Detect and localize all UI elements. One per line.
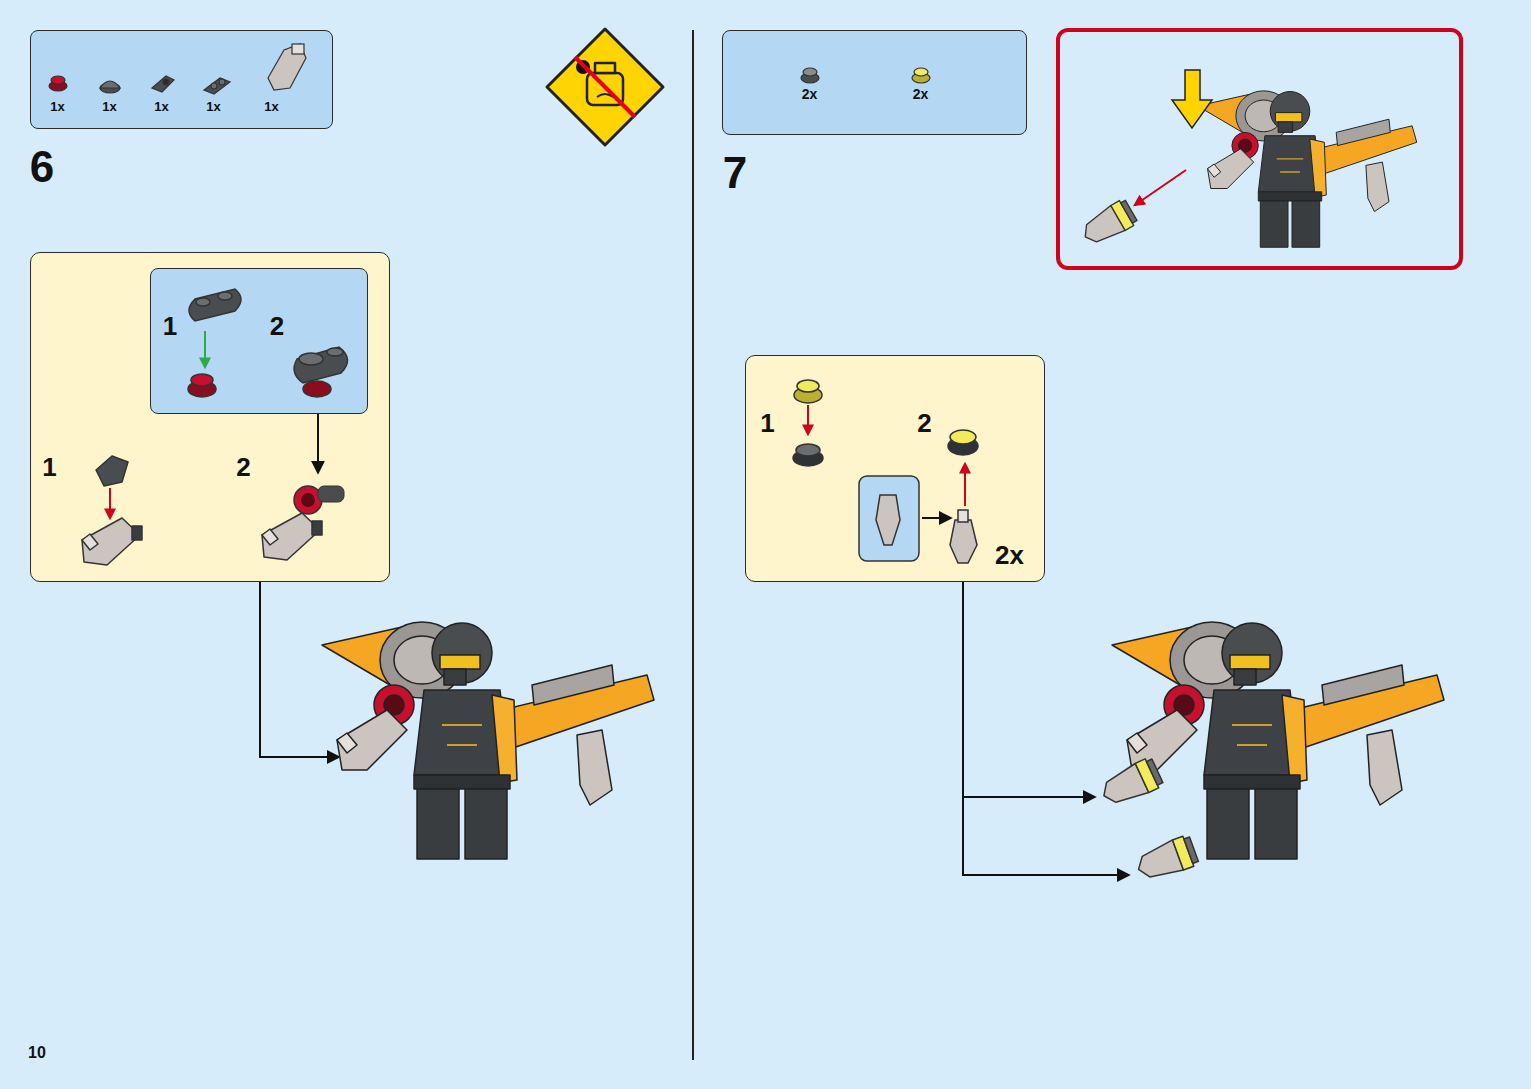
parts-list-box: 2x 2x [722,30,1027,135]
callout-number: 1 [760,410,774,436]
quantity-label: 2x [913,87,929,101]
callout-number: 1 [42,454,56,480]
quantity-label: 2x [802,87,818,101]
quantity-label: 2x [995,542,1024,568]
step-number: 6 [30,145,54,189]
page-number: 10 [28,1045,46,1061]
sub-assembly-box: 1212 [30,252,390,582]
sub-step-box: 12 [150,268,368,414]
callout-number: 2 [236,454,250,480]
parts-list-box: 1x 1x 1x 1x 1x [30,30,333,129]
quantity-label: 1x [154,99,168,112]
callout-number: 1 [163,313,177,339]
quantity-label: 1x [50,99,64,112]
quantity-label: 1x [102,99,116,112]
quantity-label: 1x [264,99,278,112]
sub-assembly-box: 1 2 2x [745,355,1045,582]
callout-number: 2 [917,410,931,436]
step-number: 7 [723,151,747,195]
callout-number: 2 [270,313,284,339]
quantity-label: 1x [206,99,220,112]
